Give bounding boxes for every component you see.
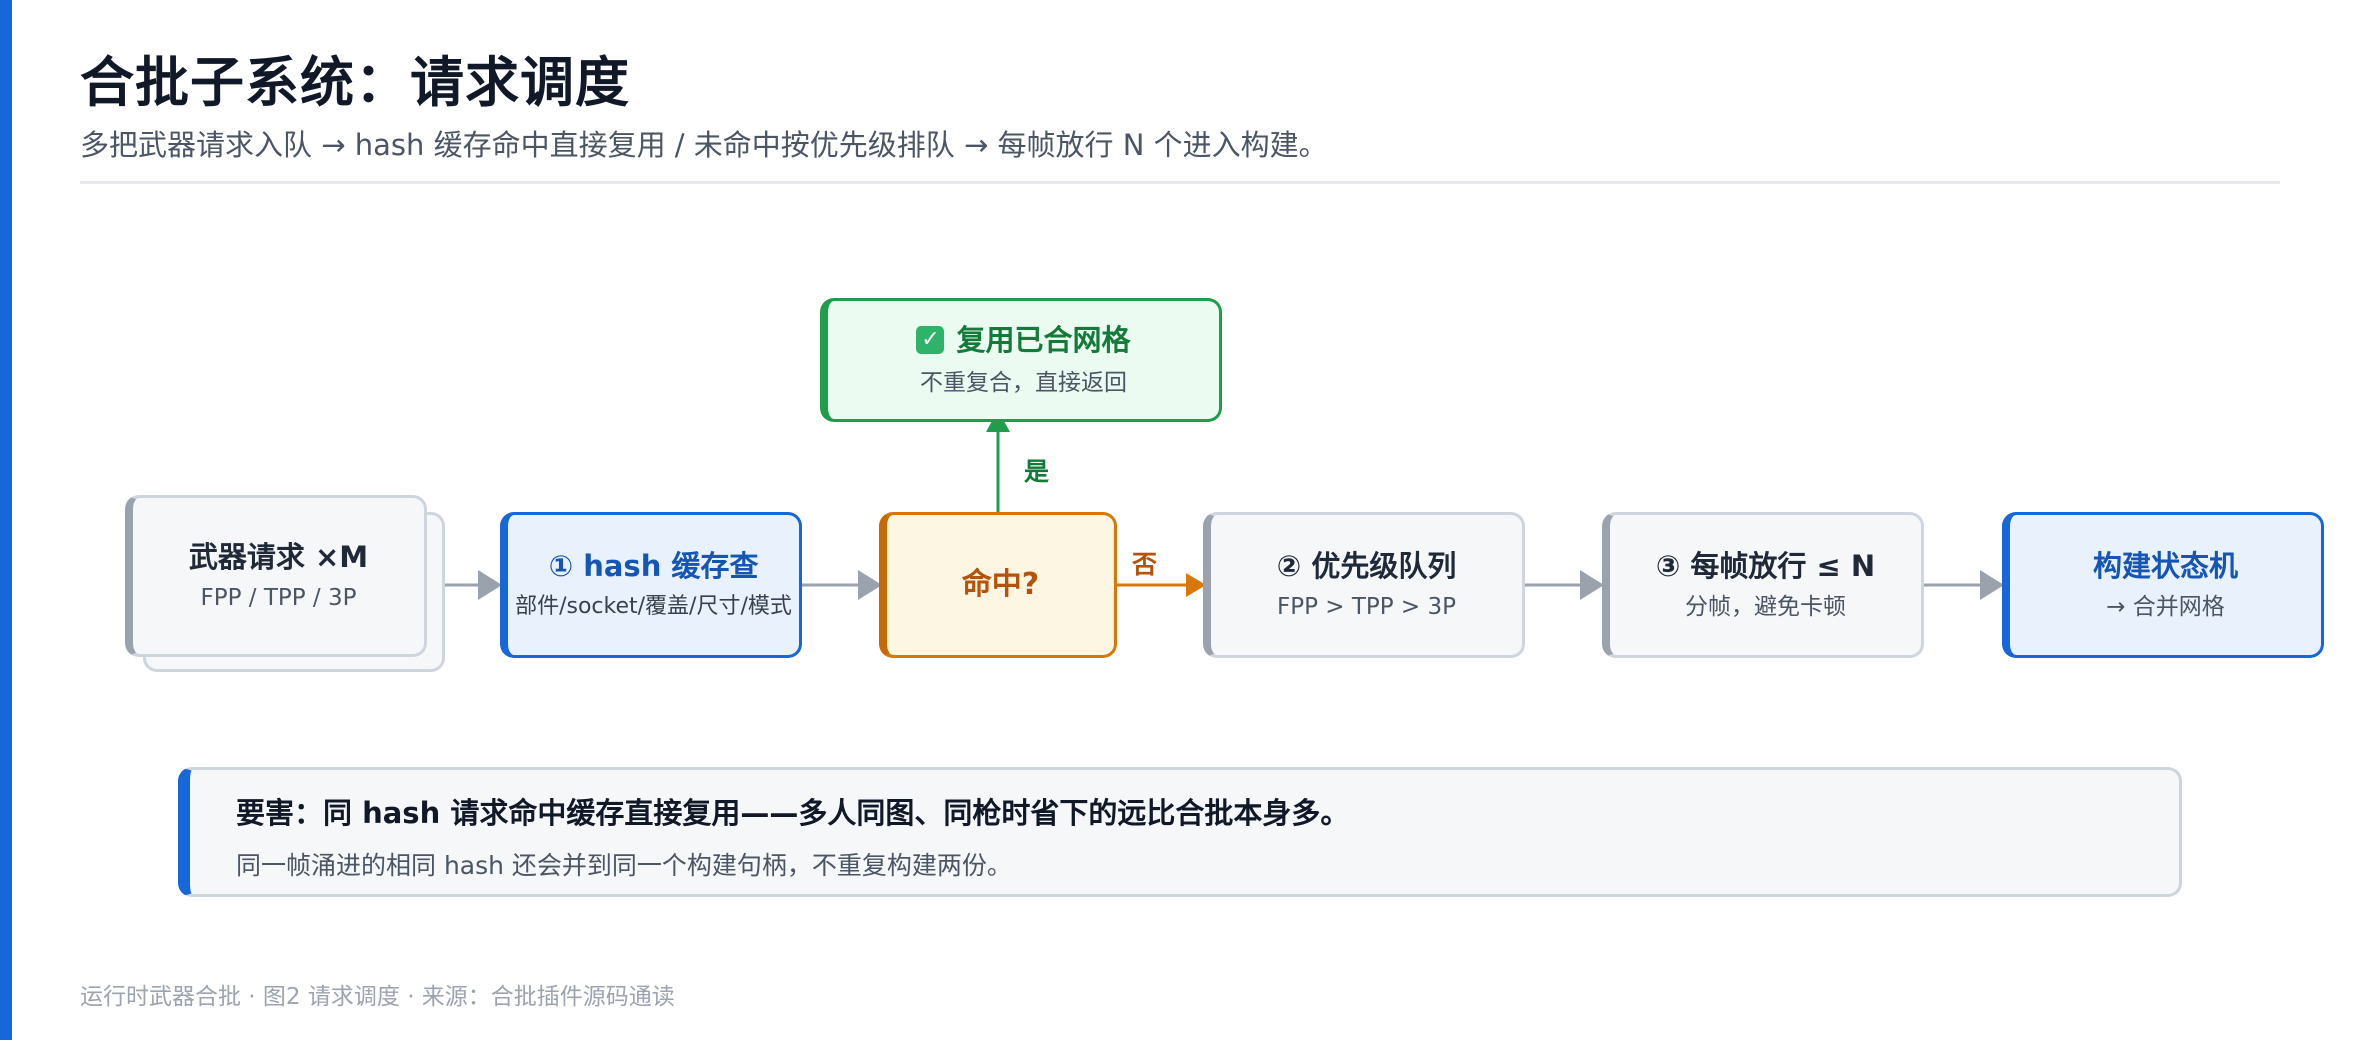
left-accent-bar: [0, 0, 12, 1040]
node-priority-sub: FPP > TPP > 3P: [1276, 593, 1457, 620]
node-cache-hit-decision: 命中?: [879, 512, 1117, 658]
arrow-priority-to-frame: [1525, 570, 1604, 600]
node-hash-sub: 部件/socket/覆盖/尺寸/模式: [515, 594, 792, 620]
node-weapon-sub: FPP / TPP / 3P: [200, 584, 357, 611]
node-hash-title: ① hash 缓存查: [548, 549, 759, 584]
edge-label-no: 否: [1132, 550, 1158, 579]
figure-caption: 运行时武器合批 · 图2 请求调度 · 来源：合批插件源码通读: [80, 984, 675, 1010]
page-title: 合批子系统：请求调度: [80, 51, 630, 114]
node-hash-cache-lookup: ① hash 缓存查 部件/socket/覆盖/尺寸/模式: [500, 512, 802, 658]
arrow-hit-to-priority: [1117, 573, 1206, 597]
node-priority-queue: ② 优先级队列 FPP > TPP > 3P: [1203, 512, 1525, 658]
node-per-frame-release: ③ 每帧放行 ≤ N 分帧，避免卡顿: [1602, 512, 1924, 658]
node-priority-title: ② 优先级队列: [1276, 548, 1457, 583]
node-weapon-requests: 武器请求 ×M FPP / TPP / 3P: [125, 495, 427, 657]
node-reuse-merged-mesh: ✓ 复用已合网格 不重复合，直接返回: [820, 298, 1222, 422]
arrow-hash-to-hit: [802, 570, 882, 600]
check-mark-icon: ✓: [916, 326, 945, 355]
node-weapon-title: 武器请求 ×M: [188, 539, 369, 574]
key-point-callout: 要害：同 hash 请求命中缓存直接复用——多人同图、同枪时省下的远比合批本身多…: [178, 767, 2182, 897]
node-reuse-title: 复用已合网格: [956, 322, 1131, 357]
callout-body: 同一帧涌进的相同 hash 还会并到同一个构建句柄，不重复构建两份。: [236, 851, 1012, 880]
edge-label-yes: 是: [1024, 457, 1050, 486]
header-divider: [80, 181, 2280, 184]
node-frame-sub: 分帧，避免卡顿: [1685, 593, 1846, 620]
node-build-sub: → 合并网格: [2106, 593, 2225, 620]
node-frame-title: ③ 每帧放行 ≤ N: [1655, 548, 1876, 583]
arrow-hit-to-reuse: [986, 410, 1010, 512]
arrow-frame-to-build: [1924, 570, 2004, 600]
page-subtitle: 多把武器请求入队 → hash 缓存命中直接复用 / 未命中按优先级排队 → 每…: [80, 128, 1328, 162]
node-reuse-sub: 不重复合，直接返回: [920, 369, 1127, 396]
callout-title: 要害：同 hash 请求命中缓存直接复用——多人同图、同枪时省下的远比合批本身多…: [236, 796, 1350, 830]
node-hit-title: 命中?: [961, 567, 1040, 602]
node-build-state-machine: 构建状态机 → 合并网格: [2002, 512, 2324, 658]
node-build-title: 构建状态机: [2092, 548, 2238, 583]
node-reuse-title-row: ✓ 复用已合网格: [916, 322, 1131, 358]
